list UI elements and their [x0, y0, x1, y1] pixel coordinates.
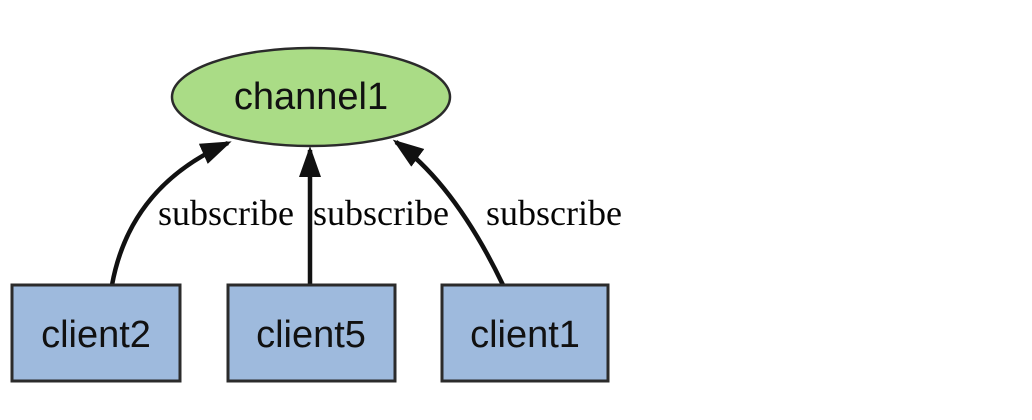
client2-node-label: client2	[41, 314, 151, 356]
channel-node-ellipse	[170, 46, 452, 148]
edge-label-subscribe-middle: subscribe	[313, 193, 449, 233]
client5-node-rect	[226, 283, 397, 383]
client5-node-label: client5	[256, 314, 366, 356]
edge-client1-subscribe	[392, 139, 506, 286]
edge-client2-subscribe	[109, 140, 232, 286]
client2-node-rect	[10, 283, 182, 383]
edge-label-subscribe-left: subscribe	[158, 193, 294, 233]
client1-node-label: client1	[470, 314, 580, 356]
client1-node-rect	[440, 283, 610, 383]
channel-node-label: channel1	[234, 76, 388, 118]
edge-label-subscribe-right: subscribe	[486, 193, 622, 233]
